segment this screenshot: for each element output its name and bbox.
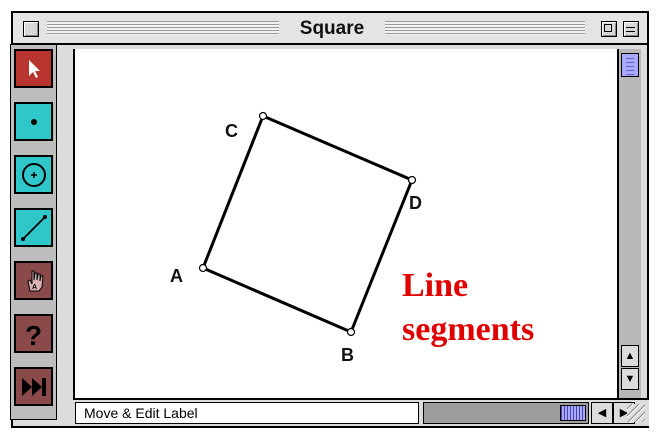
left-arrow-icon: ◀ <box>597 407 607 419</box>
horizontal-scrollbar[interactable] <box>423 402 589 424</box>
zoom-box[interactable] <box>601 21 617 37</box>
object-info-tool[interactable]: ? <box>14 314 53 353</box>
vertical-scroll-thumb[interactable] <box>621 53 639 77</box>
straightedge-tool[interactable] <box>14 208 53 247</box>
label-d[interactable]: D <box>409 193 422 213</box>
svg-text:?: ? <box>25 320 42 349</box>
hand-icon: A <box>26 270 44 291</box>
segment-ab[interactable] <box>202 266 352 334</box>
annotation-line: Line <box>402 267 469 304</box>
window-title: Square <box>283 17 381 41</box>
point-b[interactable] <box>346 327 356 337</box>
sketch-canvas[interactable]: A B C D Line segments <box>73 49 619 398</box>
text-tool[interactable]: A <box>14 261 53 300</box>
point-c[interactable] <box>258 111 268 121</box>
close-box[interactable] <box>23 21 39 37</box>
up-arrow-icon: ▲ <box>624 350 636 362</box>
segment-db[interactable] <box>349 179 414 333</box>
status-bar: Move & Edit Label ◀ ▶ <box>73 398 649 426</box>
label-b[interactable]: B <box>341 345 354 365</box>
title-stripes-left <box>47 21 279 35</box>
scroll-up-button[interactable]: ▲ <box>621 345 639 367</box>
svg-text:A: A <box>32 284 37 291</box>
annotation-segments: segments <box>402 311 535 348</box>
arrow-icon <box>28 59 40 78</box>
resize-grip[interactable] <box>627 404 645 422</box>
vertical-scrollbar[interactable]: ▲ ▼ <box>617 49 641 398</box>
script-tool[interactable] <box>14 367 53 406</box>
square-figure <box>198 111 417 337</box>
compass-tool[interactable] <box>14 155 53 194</box>
horizontal-scroll-thumb[interactable] <box>560 405 586 421</box>
point-tool[interactable] <box>14 102 53 141</box>
point-d[interactable] <box>407 175 417 185</box>
question-icon: ? <box>25 320 42 349</box>
scroll-left-button[interactable]: ◀ <box>591 402 613 424</box>
status-text: Move & Edit Label <box>75 402 419 424</box>
collapse-box[interactable] <box>623 21 639 37</box>
segment-cd[interactable] <box>262 114 413 182</box>
toolbox: A ? <box>10 44 57 420</box>
label-c[interactable]: C <box>225 121 238 141</box>
point-a[interactable] <box>198 263 208 273</box>
segment-ac[interactable] <box>201 115 265 269</box>
fast-forward-icon <box>21 377 46 396</box>
label-a[interactable]: A <box>170 266 183 286</box>
title-bar[interactable]: Square <box>13 13 647 45</box>
scroll-down-button[interactable]: ▼ <box>621 368 639 390</box>
circle-icon <box>21 162 46 187</box>
down-arrow-icon: ▼ <box>624 373 636 385</box>
point-icon <box>30 118 37 125</box>
right-arrow-icon: ▶ <box>619 407 629 419</box>
segment-icon <box>20 214 47 241</box>
title-stripes-right <box>385 21 585 35</box>
arrow-tool[interactable] <box>14 49 53 88</box>
